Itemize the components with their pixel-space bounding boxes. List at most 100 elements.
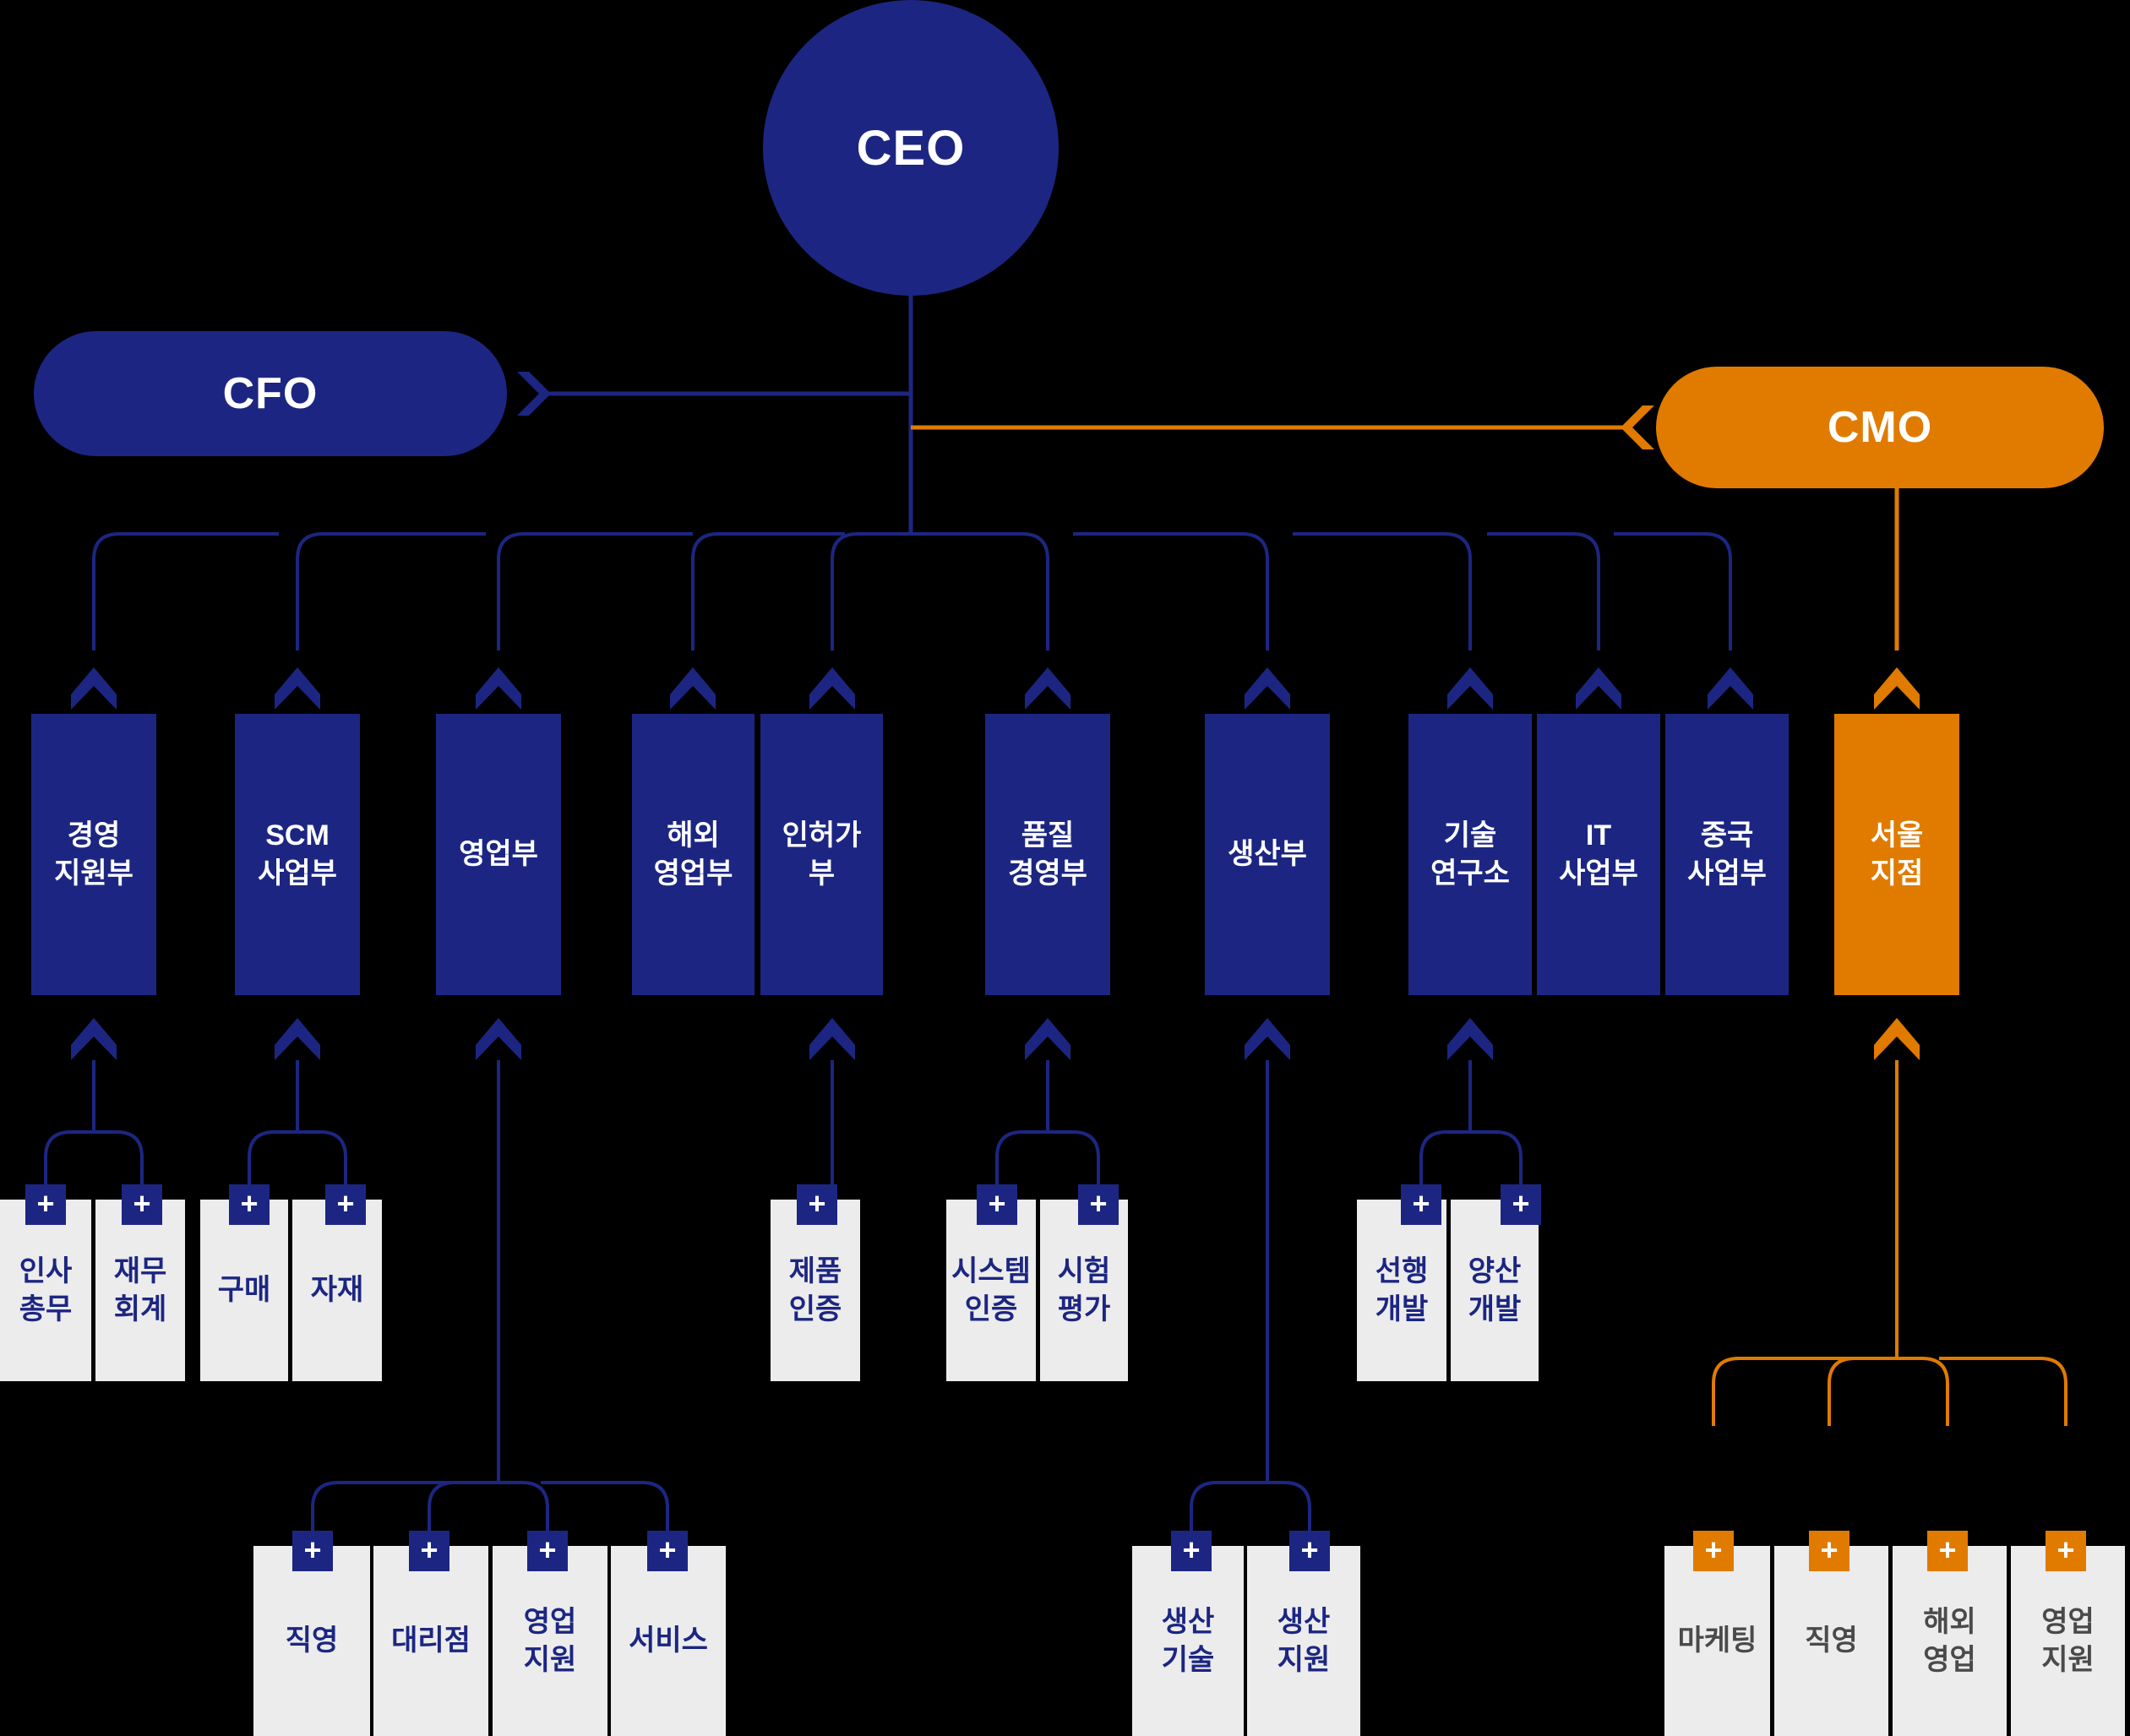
- plus-glyph: +: [420, 1532, 439, 1567]
- team-line2: 개발: [1375, 1292, 1429, 1325]
- expand-button-service[interactable]: +: [647, 1531, 688, 1571]
- plus-glyph: +: [36, 1186, 55, 1221]
- expand-button-sales-support[interactable]: +: [527, 1531, 568, 1571]
- expand-button-cmo-direct[interactable]: +: [1809, 1531, 1849, 1571]
- dept-production[interactable]: 생산부: [1205, 714, 1330, 995]
- team-line2: 개발: [1468, 1292, 1522, 1325]
- expand-button-hr-general[interactable]: +: [25, 1184, 66, 1225]
- team-agency[interactable]: 대리점: [373, 1546, 488, 1736]
- plus-glyph: +: [1512, 1186, 1530, 1221]
- team-line1: 제품: [788, 1255, 842, 1288]
- team-cmo-direct[interactable]: 직영: [1774, 1546, 1888, 1736]
- plus-glyph: +: [2056, 1532, 2075, 1567]
- dept-line2: 영업부: [653, 857, 733, 890]
- team-line1: 대리점: [391, 1624, 471, 1657]
- expand-button-prod-tech[interactable]: +: [1171, 1531, 1212, 1571]
- node-cmo[interactable]: CMO: [1656, 367, 2104, 488]
- dept-line2: 사업부: [258, 857, 337, 890]
- dept-line2: 사업부: [1559, 857, 1638, 890]
- plus-glyph: +: [336, 1186, 355, 1221]
- cmo-label: CMO: [1827, 403, 1933, 452]
- plus-glyph: +: [988, 1186, 1006, 1221]
- plus-glyph: +: [1412, 1186, 1430, 1221]
- team-line1: 선행: [1375, 1255, 1429, 1288]
- team-line1: 시스템: [951, 1255, 1031, 1288]
- team-line1: 직영: [285, 1624, 339, 1657]
- node-ceo[interactable]: CEO: [763, 0, 1059, 296]
- plus-glyph: +: [538, 1532, 557, 1567]
- team-line2: 총무: [19, 1292, 73, 1325]
- expand-button-materials[interactable]: +: [325, 1184, 366, 1225]
- expand-button-advance-dev[interactable]: +: [1401, 1184, 1441, 1225]
- dept-line1: 인허가: [782, 819, 862, 852]
- expand-button-purchasing[interactable]: +: [229, 1184, 270, 1225]
- team-materials[interactable]: 자재: [292, 1200, 382, 1381]
- cfo-label: CFO: [222, 369, 319, 418]
- node-cfo[interactable]: CFO: [34, 331, 507, 456]
- expand-button-system-cert[interactable]: +: [977, 1184, 1017, 1225]
- plus-glyph: +: [808, 1186, 826, 1221]
- ceo-label: CEO: [856, 120, 966, 176]
- expand-button-mass-dev[interactable]: +: [1501, 1184, 1541, 1225]
- dept-line1: IT: [1585, 819, 1612, 852]
- team-line1: 자재: [310, 1274, 364, 1307]
- expand-button-agency[interactable]: +: [409, 1531, 449, 1571]
- plus-glyph: +: [1182, 1532, 1201, 1567]
- dept-line2: 지원부: [54, 857, 133, 890]
- team-service[interactable]: 서비스: [611, 1546, 726, 1736]
- expand-button-cmo-sales-support[interactable]: +: [2046, 1531, 2086, 1571]
- expand-button-prod-support[interactable]: +: [1289, 1531, 1330, 1571]
- team-line1: 생산: [1161, 1606, 1215, 1639]
- team-line1: 인사: [19, 1255, 73, 1288]
- team-line1: 영업: [523, 1606, 577, 1639]
- team-line2: 인증: [964, 1292, 1018, 1325]
- expand-button-test-eval[interactable]: +: [1078, 1184, 1119, 1225]
- expand-button-product-cert[interactable]: +: [797, 1184, 837, 1225]
- plus-glyph: +: [1820, 1532, 1839, 1567]
- plus-glyph: +: [133, 1186, 151, 1221]
- dept-it-division[interactable]: IT 사업부: [1537, 714, 1660, 995]
- team-direct-store[interactable]: 직영: [253, 1546, 370, 1736]
- team-line2: 평가: [1057, 1292, 1111, 1325]
- team-line2: 지원: [523, 1643, 577, 1676]
- team-marketing[interactable]: 마케팅: [1664, 1546, 1770, 1736]
- team-purchasing[interactable]: 구매: [200, 1200, 288, 1381]
- expand-button-marketing[interactable]: +: [1693, 1531, 1734, 1571]
- expand-button-direct-store[interactable]: +: [292, 1531, 333, 1571]
- dept-line1: 품질: [1021, 819, 1075, 852]
- dept-line1: SCM: [265, 819, 330, 852]
- expand-button-cmo-overseas[interactable]: +: [1927, 1531, 1968, 1571]
- dept-line1: 영업부: [459, 838, 538, 871]
- plus-glyph: +: [1938, 1532, 1957, 1567]
- team-line1: 구매: [217, 1274, 271, 1307]
- team-line2: 기술: [1161, 1643, 1215, 1676]
- dept-scm-division[interactable]: SCM 사업부: [235, 714, 360, 995]
- plus-glyph: +: [1300, 1532, 1319, 1567]
- dept-line1: 경영: [67, 819, 121, 852]
- expand-button-finance-account[interactable]: +: [122, 1184, 162, 1225]
- dept-line1: 기술: [1443, 819, 1497, 852]
- team-line2: 지원: [2041, 1643, 2095, 1676]
- plus-glyph: +: [240, 1186, 259, 1221]
- dept-sales[interactable]: 영업부: [436, 714, 561, 995]
